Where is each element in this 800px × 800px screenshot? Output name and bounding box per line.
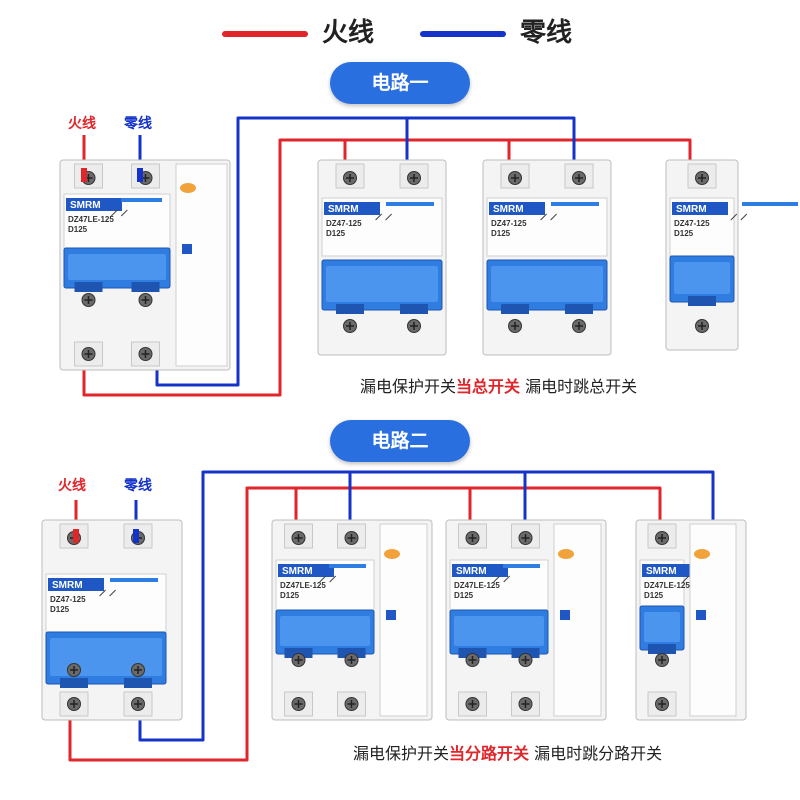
rating-text: D125 bbox=[280, 591, 300, 600]
caption-1-suffix: 漏电时跳总开关 bbox=[520, 377, 638, 396]
model-text: DZ47LE-125 bbox=[454, 581, 500, 590]
circuit-2-live-label: 火线 bbox=[58, 478, 86, 494]
caption-1-prefix: 漏电保护开关 bbox=[360, 377, 457, 396]
test-button bbox=[384, 549, 400, 559]
caption-2-highlight: 当分路开关 bbox=[449, 744, 530, 763]
brand-logo: SMRM bbox=[282, 566, 313, 577]
brand-badge bbox=[278, 564, 334, 577]
contact-symbol bbox=[493, 575, 511, 583]
test-button bbox=[558, 549, 574, 559]
model-text: DZ47LE-125 bbox=[280, 581, 326, 590]
brand-badge bbox=[642, 564, 698, 577]
brand-logo: SMRM bbox=[328, 204, 359, 215]
contact-symbol bbox=[375, 213, 392, 221]
legend-neutral-label: 零线 bbox=[520, 18, 573, 48]
indicator-icon bbox=[696, 610, 706, 620]
indicator-icon bbox=[386, 610, 396, 620]
blue-stripe bbox=[742, 202, 798, 206]
c2-live-wire bbox=[68, 486, 662, 762]
blue-stripe bbox=[503, 564, 540, 568]
model-text: DZ47-125 bbox=[50, 595, 86, 604]
rating-text: D125 bbox=[50, 605, 70, 614]
model-text: DZ47LE-125 bbox=[68, 215, 114, 224]
contact-symbol bbox=[110, 209, 128, 217]
rating-text: D125 bbox=[674, 229, 694, 238]
model-text: DZ47-125 bbox=[491, 219, 527, 228]
caption-2-suffix: 漏电时跳分路开关 bbox=[529, 744, 663, 763]
brand-badge bbox=[489, 202, 545, 215]
brand-logo: SMRM bbox=[70, 200, 101, 211]
rating-text: D125 bbox=[326, 229, 346, 238]
caption-1-highlight: 当总开关 bbox=[456, 377, 521, 396]
legend-live-line bbox=[222, 31, 308, 37]
brand-badge bbox=[452, 564, 508, 577]
brand-logo: SMRM bbox=[456, 566, 487, 577]
blue-stripe bbox=[551, 202, 599, 206]
circuit-1-title: 电路一 bbox=[330, 62, 470, 104]
c1-live-wire bbox=[82, 138, 692, 397]
blue-stripe bbox=[110, 578, 158, 582]
test-button bbox=[180, 183, 196, 193]
contact-symbol bbox=[730, 213, 748, 221]
contact-symbol bbox=[540, 213, 557, 221]
circuit-1-caption: 漏电保护开关当总开关 漏电时跳总开关 bbox=[360, 377, 637, 397]
rating-text: D125 bbox=[454, 591, 474, 600]
model-text: DZ47-125 bbox=[674, 219, 710, 228]
rating-text: D125 bbox=[68, 225, 88, 234]
model-text: DZ47LE-125 bbox=[644, 581, 690, 590]
brand-logo: SMRM bbox=[646, 566, 677, 577]
caption-2-prefix: 漏电保护开关 bbox=[353, 744, 450, 763]
circuit-2-caption: 漏电保护开关当分路开关 漏电时跳分路开关 bbox=[353, 744, 662, 764]
brand-logo: SMRM bbox=[676, 204, 707, 215]
circuit-1-neutral-label: 零线 bbox=[124, 116, 152, 132]
contact-symbol bbox=[99, 589, 116, 597]
rating-text: D125 bbox=[644, 591, 664, 600]
brand-badge bbox=[48, 578, 104, 591]
rating-text: D125 bbox=[491, 229, 511, 238]
breaker-body bbox=[482, 159, 612, 356]
legend-neutral-line bbox=[420, 31, 506, 37]
legend-live-label: 火线 bbox=[322, 18, 375, 48]
test-button bbox=[694, 549, 710, 559]
breaker-body bbox=[317, 159, 447, 356]
circuit-2-title: 电路二 bbox=[330, 420, 470, 462]
indicator-icon bbox=[560, 610, 570, 620]
brand-logo: SMRM bbox=[52, 580, 83, 591]
circuit-2-neutral-label: 零线 bbox=[124, 478, 152, 494]
indicator-icon bbox=[182, 244, 192, 254]
brand-badge bbox=[324, 202, 380, 215]
circuit-1-live-label: 火线 bbox=[68, 116, 96, 132]
brand-logo: SMRM bbox=[493, 204, 524, 215]
c2-neutral-wire bbox=[138, 470, 715, 742]
contact-symbol bbox=[319, 575, 337, 583]
leakage-module bbox=[175, 163, 228, 367]
blue-stripe bbox=[329, 564, 366, 568]
model-text: DZ47-125 bbox=[326, 219, 362, 228]
blue-stripe bbox=[386, 202, 434, 206]
blue-stripe bbox=[121, 198, 162, 202]
brand-badge bbox=[66, 198, 122, 211]
brand-badge bbox=[672, 202, 728, 215]
